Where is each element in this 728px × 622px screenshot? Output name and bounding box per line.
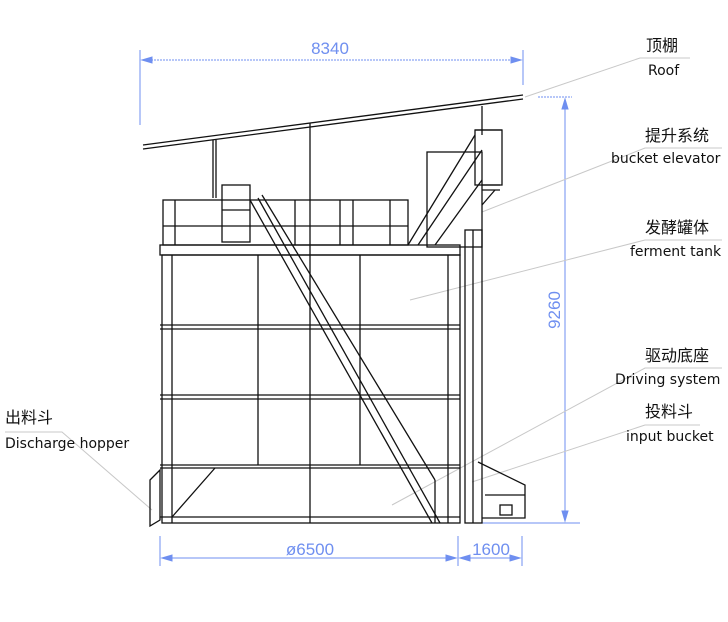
label-input-en: input bucket [626, 429, 714, 445]
leader-lines [5, 57, 722, 511]
label-roof-en: Roof [648, 63, 680, 79]
label-elevator-cn: 提升系统 [645, 126, 710, 145]
dimension-lines [139, 50, 580, 566]
label-input-cn: 投料斗 [645, 402, 694, 421]
label-tank-cn: 发酵罐体 [645, 218, 710, 237]
label-roof-cn: 顶棚 [646, 36, 679, 55]
bucket-width-dimension: 1600 [472, 540, 510, 559]
label-driving-cn: 驱动底座 [645, 346, 710, 365]
tank-structure [142, 94, 526, 528]
roof-width-dimension: 8340 [311, 39, 349, 58]
total-height-dimension: 9260 [545, 291, 564, 329]
label-discharge-en: Discharge hopper [5, 436, 130, 452]
label-elevator-en: bucket elevator [611, 151, 721, 167]
label-discharge-cn: 出料斗 [5, 408, 54, 427]
label-tank-en: ferment tank [630, 244, 722, 260]
label-driving-en: Driving system [615, 372, 721, 388]
tank-diameter-dimension: ø6500 [286, 540, 334, 559]
